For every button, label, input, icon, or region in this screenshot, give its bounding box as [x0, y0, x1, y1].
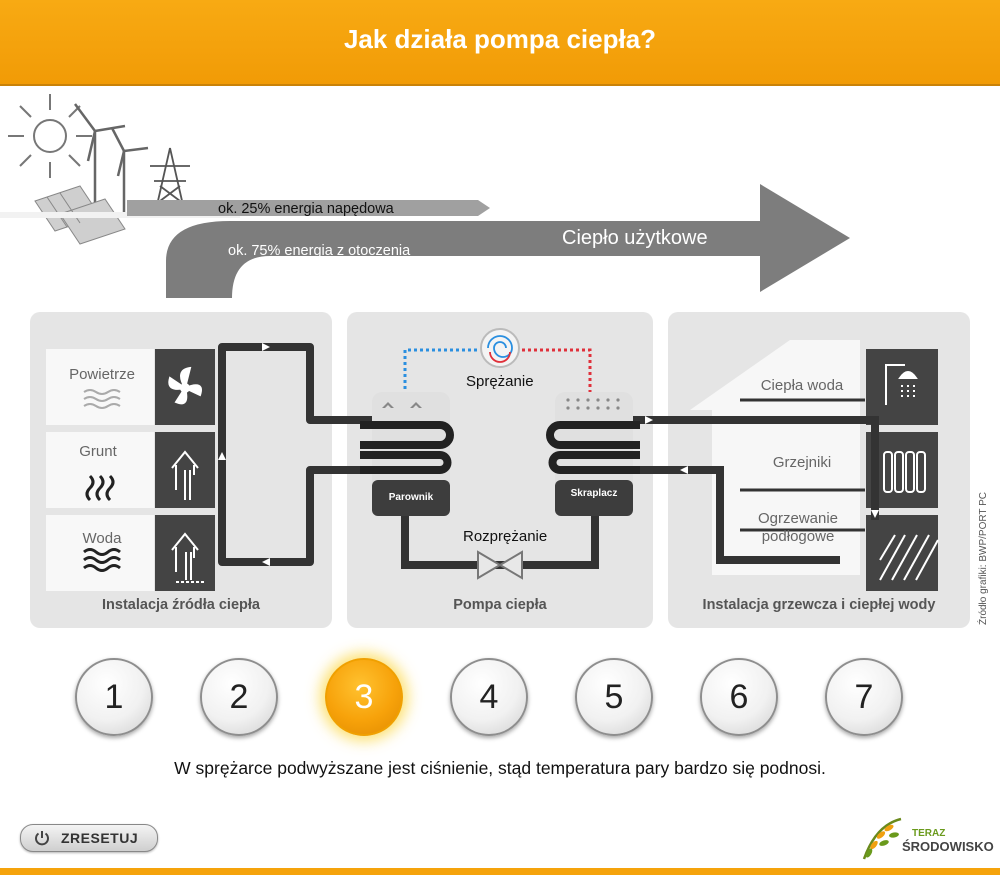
floor-heating-icon-tile [866, 515, 938, 591]
floor-heating-icon [879, 534, 939, 581]
step-button-2[interactable]: 2 [200, 658, 278, 736]
condenser-coil [546, 421, 640, 474]
source-label-water: Woda [82, 530, 122, 547]
heat-flow-arrow [166, 184, 850, 298]
cold-line [403, 348, 478, 395]
step-button-6[interactable]: 6 [700, 658, 778, 736]
radiator-icon [883, 451, 926, 493]
header-bar: Jak działa pompa ciepła? [0, 0, 1000, 86]
source-loop-arrows [218, 343, 270, 566]
drive-energy-arrow [127, 200, 490, 216]
step-description: W sprężarce podwyższane jest ciśnienie, … [174, 758, 826, 778]
page-title: Jak działa pompa ciepła? [343, 24, 657, 54]
heating-label-floor: Ogrzewanie podłogowe [757, 510, 839, 545]
fan-icon [168, 366, 202, 405]
wind-turbine-icon [73, 103, 149, 214]
ground-probe-icon [171, 450, 199, 500]
condenser-label: Skraplacz [570, 488, 618, 499]
step-button-3[interactable]: 3 [325, 658, 403, 736]
shower-icon [885, 364, 918, 405]
useful-heat-label: Ciepło użytkowe [562, 227, 708, 249]
compressor-icon [480, 328, 520, 368]
heat-pump-diagram [83, 328, 939, 583]
footer-bar [0, 868, 1000, 875]
logo-line1: TERAZ [912, 828, 946, 839]
heating-label-radiators: Grzejniki [772, 454, 832, 471]
ambient-energy-label: ok. 75% energia z otoczenia [228, 243, 411, 259]
condenser-dots [566, 398, 620, 410]
step-button-7[interactable]: 7 [825, 658, 903, 736]
compression-label: Sprężanie [466, 373, 534, 390]
step-button-4[interactable]: 4 [450, 658, 528, 736]
step-button-1[interactable]: 1 [75, 658, 153, 736]
energy-flow-graphic [0, 94, 850, 298]
source-loop-pipe [218, 343, 380, 566]
heating-loop-pipe [625, 416, 879, 564]
water-waves-icon [83, 548, 121, 572]
air-tile [46, 349, 154, 425]
reset-button[interactable]: ZRESETUJ [20, 824, 158, 852]
reset-label: ZRESETUJ [61, 830, 139, 846]
image-credit: Źródło grafiki: BWP/PORT PC [978, 492, 989, 625]
expansion-label: Rozprężanie [463, 528, 548, 545]
source-label-air: Powietrze [69, 366, 135, 383]
leaf-logo-icon [862, 817, 902, 860]
expansion-valve-icon [477, 550, 523, 580]
evaporator-chevrons [382, 402, 422, 408]
heating-panel-title: Instalacja grzewcza i ciepłej wody [702, 597, 936, 613]
drive-energy-label: ok. 25% energia napędowa [218, 201, 394, 217]
evaporator-label: Parownik [388, 492, 434, 503]
power-icon [35, 831, 49, 846]
logo-line2: ŚRODOWISKO [902, 839, 994, 854]
step-button-5[interactable]: 5 [575, 658, 653, 736]
source-label-ground: Grunt [79, 443, 117, 460]
hot-line [522, 348, 592, 395]
ground-tile [46, 432, 154, 508]
source-panel-title: Instalacja źródła ciepła [102, 597, 260, 613]
water-well-icon [171, 532, 205, 583]
heating-distribution-lines [740, 398, 865, 532]
ground-heat-icon [85, 474, 115, 502]
pump-panel-title: Pompa ciepła [453, 597, 547, 613]
heating-label-hot-water: Ciepła woda [760, 377, 844, 394]
evaporator-coil [360, 421, 454, 474]
air-waves-icon [83, 389, 121, 409]
heating-loop-arrows [645, 416, 879, 518]
solar-panel-icon [34, 185, 126, 245]
